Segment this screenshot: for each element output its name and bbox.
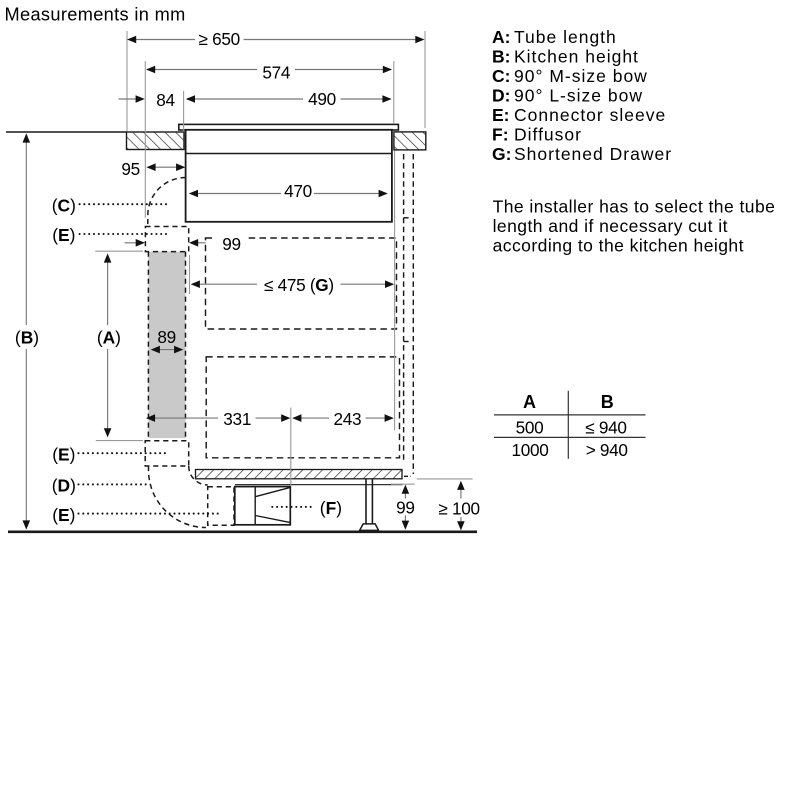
svg-text:(F): (F) [320, 498, 342, 518]
svg-text:C:: C: [492, 66, 510, 86]
svg-text:D:: D: [492, 86, 510, 106]
svg-text:95: 95 [121, 159, 140, 179]
svg-text:A: A [523, 392, 536, 412]
svg-text:(B): (B) [15, 327, 39, 347]
svg-text:89: 89 [157, 327, 176, 347]
svg-text:Kitchen height: Kitchen height [514, 47, 639, 67]
svg-text:≥ 100: ≥ 100 [438, 499, 479, 519]
svg-text:≤ 940: ≤ 940 [585, 418, 626, 438]
svg-text:99: 99 [396, 498, 415, 518]
svg-text:Measurements in mm: Measurements in mm [5, 5, 186, 25]
svg-text:574: 574 [262, 63, 291, 83]
svg-text:(D): (D) [52, 476, 76, 496]
svg-text:E:: E: [492, 105, 510, 125]
svg-text:(E): (E) [52, 444, 75, 464]
svg-text:470: 470 [284, 181, 312, 201]
svg-text:Shortened Drawer: Shortened Drawer [514, 144, 672, 164]
svg-text:A:: A: [492, 27, 510, 47]
svg-text:F:: F: [492, 125, 509, 145]
svg-text:(E): (E) [52, 505, 75, 525]
svg-text:≥ 650: ≥ 650 [199, 29, 240, 49]
svg-text:1000: 1000 [511, 440, 548, 460]
svg-text:243: 243 [334, 409, 362, 429]
svg-text:500: 500 [516, 418, 544, 438]
svg-text:490: 490 [308, 89, 336, 109]
svg-text:(A): (A) [97, 327, 121, 347]
svg-text:Diffusor: Diffusor [514, 125, 582, 145]
svg-text:≤ 475 (G): ≤ 475 (G) [264, 275, 334, 295]
svg-text:B: B [601, 392, 614, 412]
svg-text:Connector sleeve: Connector sleeve [514, 105, 666, 125]
svg-text:Tube length: Tube length [514, 27, 617, 47]
svg-text:according to the kitchen heigh: according to the kitchen height [493, 235, 744, 255]
svg-text:B:: B: [492, 47, 510, 67]
svg-text:(E): (E) [52, 225, 75, 245]
svg-text:G:: G: [492, 144, 511, 164]
svg-text:(C): (C) [52, 195, 76, 215]
svg-text:84: 84 [156, 90, 175, 110]
svg-text:90° M-size bow: 90° M-size bow [514, 66, 648, 86]
svg-text:99: 99 [222, 234, 241, 254]
svg-text:331: 331 [223, 409, 251, 429]
svg-text:length and if necessary cut it: length and if necessary cut it [493, 216, 728, 236]
svg-text:The installer has to select th: The installer has to select the tube [493, 196, 776, 216]
svg-text:90° L-size bow: 90° L-size bow [514, 86, 643, 106]
svg-text:> 940: > 940 [586, 440, 628, 460]
